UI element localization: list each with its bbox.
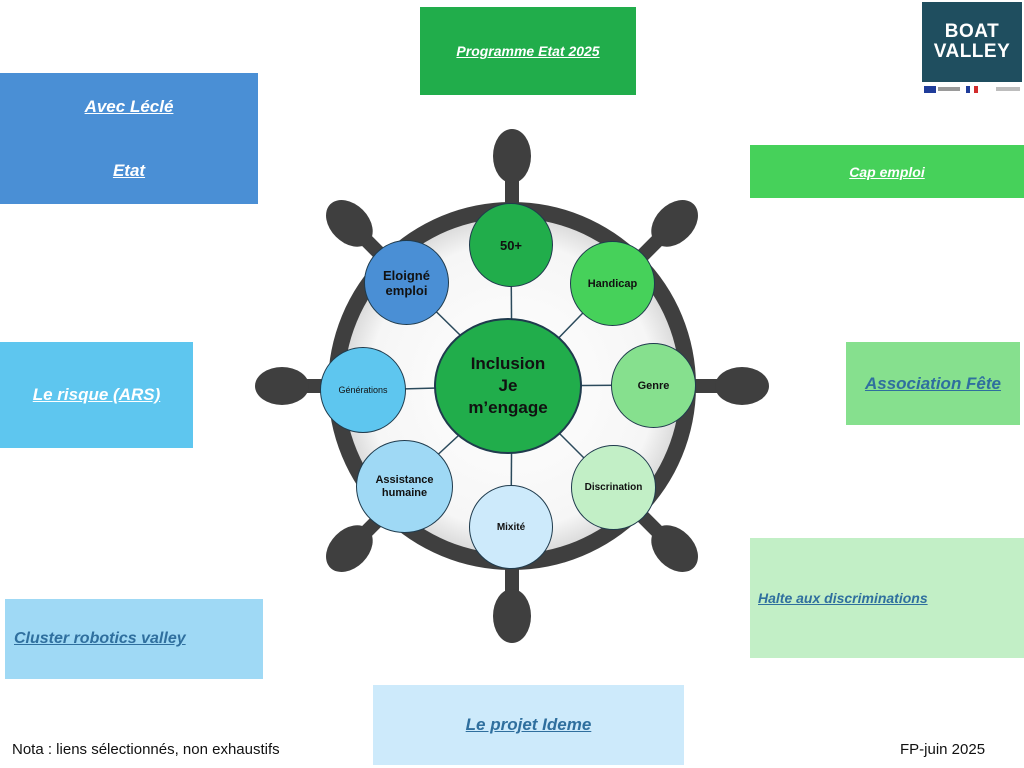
box-halte-discriminations: Halte aux discriminations: [750, 538, 1024, 658]
node-assistance-humaine: Assistance humaine: [356, 440, 453, 533]
box-projet-ideme: Le projet Ideme: [373, 685, 684, 765]
box-cap-emploi: Cap emploi: [750, 145, 1024, 198]
center-line-2: Je: [498, 376, 518, 395]
boat-valley-logo: BOAT VALLEY: [922, 2, 1022, 82]
france-flag-icon: [966, 86, 978, 93]
link-halte-discriminations[interactable]: Halte aux discriminations: [758, 590, 928, 606]
link-cap-emploi[interactable]: Cap emploi: [849, 163, 925, 180]
node-50-plus: 50+: [469, 203, 553, 287]
link-association-fete[interactable]: Association Fête: [864, 373, 1002, 393]
link-avec-lecle[interactable]: Avec Léclé: [84, 97, 174, 116]
node-eloigne-emploi: Eloigné emploi: [364, 240, 449, 325]
node-discrimination: Discrination: [571, 445, 656, 530]
node-generations: Générations: [320, 347, 406, 433]
node-mixite: Mixité: [469, 485, 553, 569]
eu-flag-icon: [924, 86, 936, 93]
node-handicap: Handicap: [570, 241, 655, 326]
link-programme-etat[interactable]: Programme Etat 2025: [456, 43, 600, 59]
logo-line-1: BOAT: [944, 21, 1000, 42]
center-line-1: Inclusion: [470, 354, 546, 373]
box-avec-lecle: Avec Léclé Etat: [0, 73, 258, 204]
partner-logo-text: [938, 87, 960, 91]
partner-logo-text-2: [996, 87, 1020, 91]
box-programme-etat: Programme Etat 2025: [420, 7, 636, 95]
logo-line-2: VALLEY: [933, 41, 1011, 62]
box-le-risque: Le risque (ARS): [0, 342, 193, 448]
center-line-3: m’engage: [468, 398, 548, 417]
partner-logos: [922, 84, 1022, 98]
box-association-fete: Association Fête: [846, 342, 1020, 425]
footer-note: Nota : liens sélectionnés, non exhaustif…: [12, 741, 280, 758]
link-etat[interactable]: Etat: [112, 161, 146, 180]
link-le-risque[interactable]: Le risque (ARS): [32, 385, 161, 404]
link-projet-ideme[interactable]: Le projet Ideme: [465, 715, 592, 734]
node-genre: Genre: [611, 343, 696, 428]
footer-date: FP-juin 2025: [900, 741, 986, 758]
link-cluster-robotics[interactable]: Cluster robotics valley: [14, 630, 186, 647]
center-node: Inclusion Je m’engage: [434, 318, 582, 454]
box-cluster-robotics: Cluster robotics valley: [5, 599, 263, 679]
